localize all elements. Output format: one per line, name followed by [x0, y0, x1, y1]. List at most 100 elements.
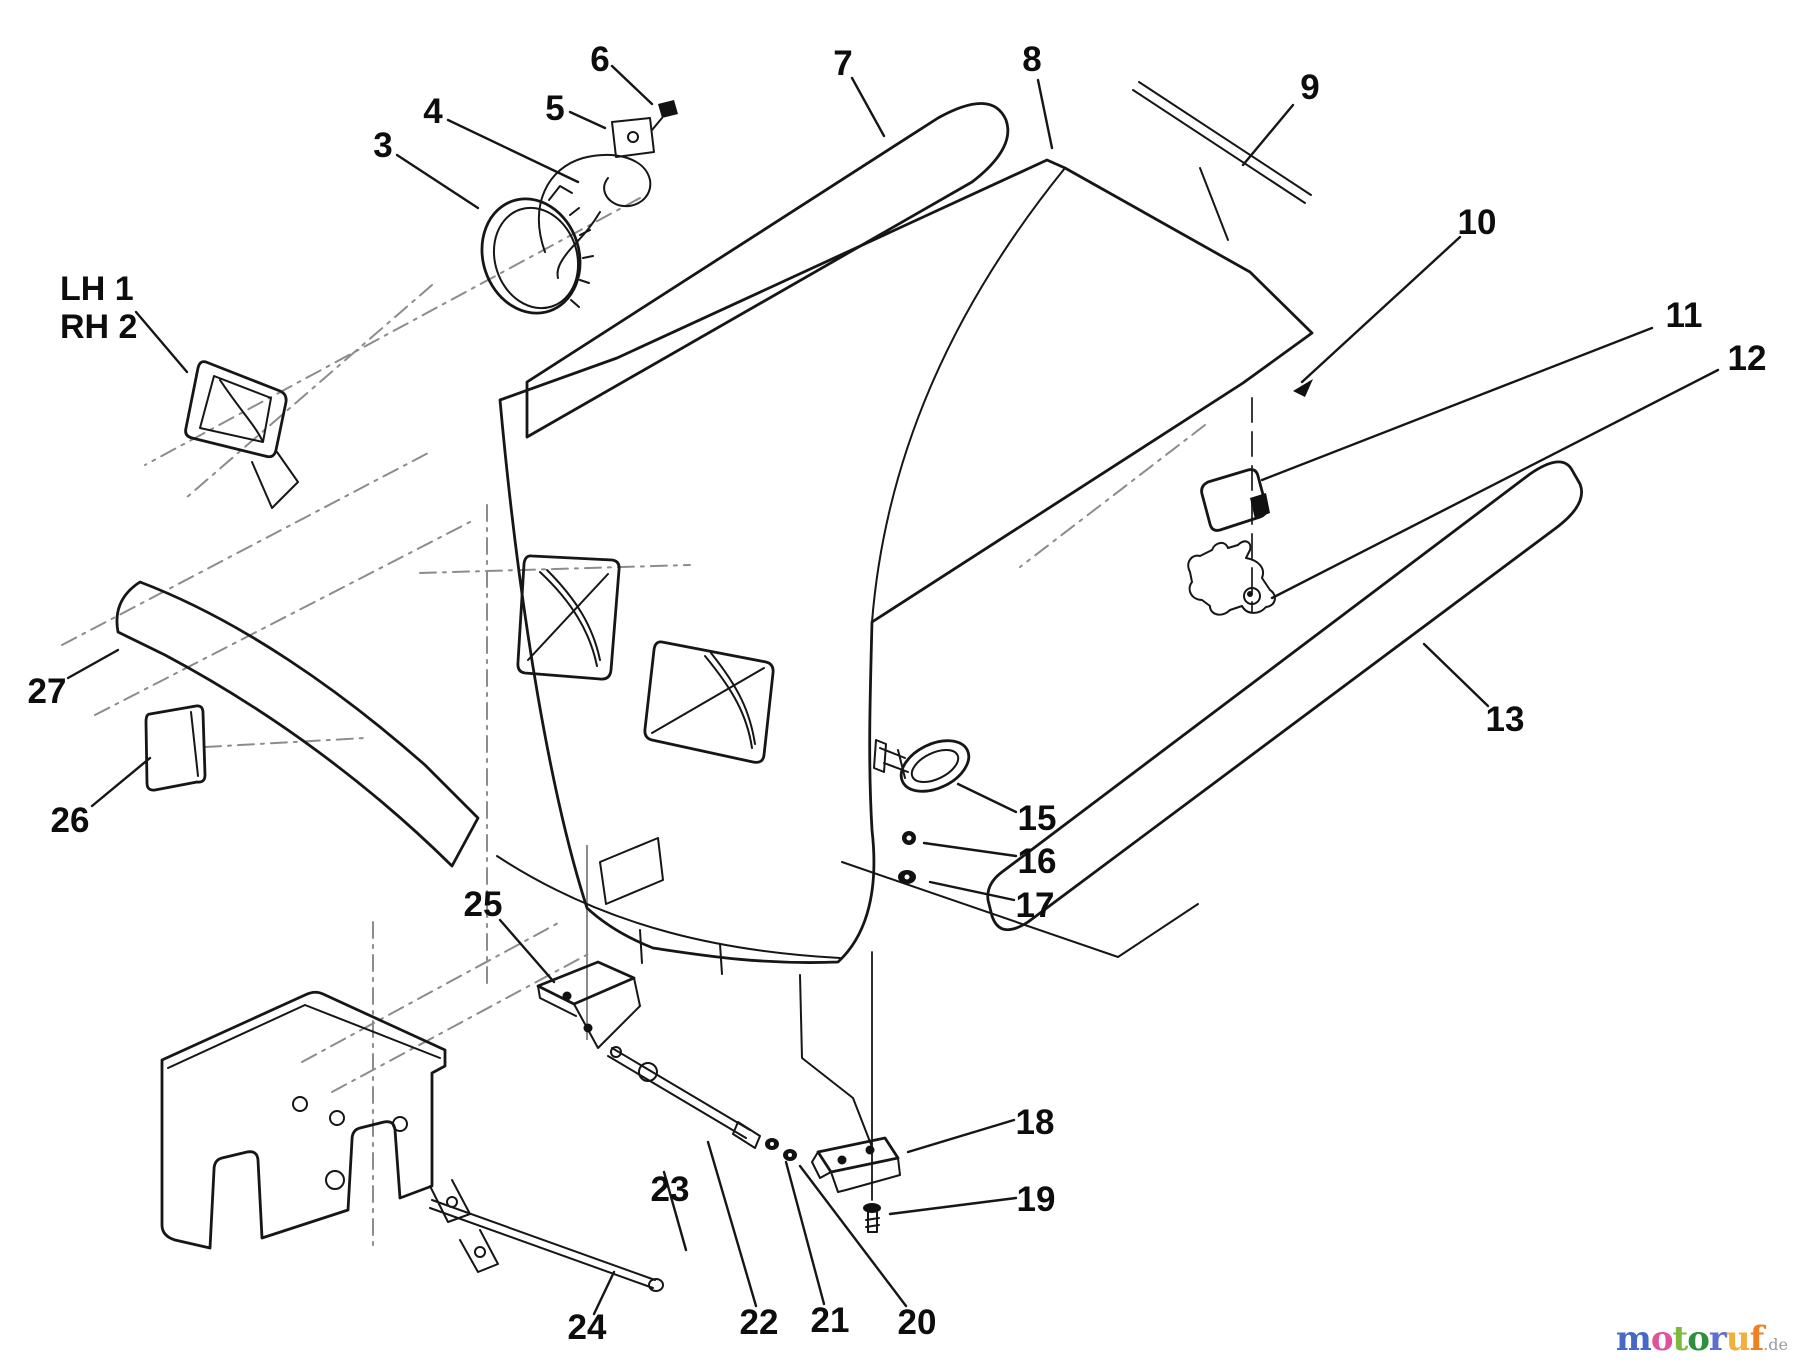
callout-9: 9: [1300, 68, 1319, 107]
hood-notch-plate: [599, 837, 664, 905]
axis-line-latch-2: [331, 951, 593, 1093]
callout-26: 26: [51, 801, 90, 840]
side-trim-strip-13: [986, 460, 1583, 931]
hood-crease-right: [871, 167, 1066, 623]
axis-line-pocket: [419, 564, 691, 574]
leader-7: [850, 76, 886, 138]
side-note: LH 1 RH 2: [60, 270, 137, 346]
leader-19: [888, 1196, 1018, 1216]
motoruf-logo: motoruf.de: [1616, 1322, 1788, 1356]
callout-11: 11: [1666, 296, 1703, 335]
leader-4: [446, 118, 580, 184]
hinge-bracket-12: [1187, 540, 1276, 616]
trim-strips: [115, 81, 1583, 931]
screw-6: [651, 100, 678, 131]
leader-3: [395, 153, 480, 210]
callout-3: 3: [373, 126, 392, 165]
hood-skirt-corner: [799, 974, 873, 1148]
headlight-lens-lh-rh: [184, 360, 299, 509]
latch-bracket-25: [536, 960, 641, 1049]
headlight-pocket-right-lens: [651, 652, 765, 749]
hinge-trim-strip-9: [1132, 81, 1312, 241]
callout-12: 12: [1728, 339, 1767, 378]
hood-lower-band: [496, 855, 841, 959]
axis-line-lens: [185, 284, 433, 499]
axis-line-emblem: [204, 737, 366, 748]
leader-17: [928, 880, 1016, 902]
callout-27: 27: [28, 672, 67, 711]
latch-rod-23: [607, 1046, 797, 1161]
leader-22: [706, 1140, 758, 1308]
leader-lh-rh: [134, 310, 189, 374]
axis-line-latch-1: [301, 921, 561, 1063]
mount-plate-5: [611, 117, 655, 158]
latch-handle-15: [873, 739, 971, 793]
leader-21: [784, 1160, 826, 1306]
leader-24: [592, 1270, 616, 1316]
callout-18: 18: [1016, 1103, 1055, 1142]
screw-19: [863, 1203, 881, 1233]
callout-24: 24: [568, 1308, 607, 1347]
callout-19: 19: [1017, 1180, 1056, 1219]
leader-5: [568, 110, 607, 130]
leader-25: [498, 918, 556, 984]
headlight-parts: [184, 100, 678, 509]
callout-10: 10: [1458, 203, 1497, 242]
leader-6: [610, 64, 654, 106]
hood-crease-small-2: [719, 943, 723, 975]
leader-13: [1422, 642, 1490, 708]
side-note-line2: RH 2: [60, 308, 137, 346]
callout-13: 13: [1486, 700, 1525, 739]
side-note-line1: LH 1: [60, 270, 134, 308]
callout-4: 4: [423, 92, 443, 131]
leader-9: [1241, 103, 1295, 167]
leader-26: [90, 756, 152, 808]
callout-22: 22: [740, 1303, 779, 1342]
callout-23: 23: [651, 1170, 690, 1209]
latch-parts: [160, 739, 971, 1292]
latch-bracket-18: [811, 1136, 901, 1193]
hood-skirt-right: [841, 861, 1199, 958]
hinge-pin-11: [1200, 468, 1270, 532]
logo-suffix: .de: [1763, 1335, 1788, 1354]
callout-17: 17: [1016, 886, 1055, 925]
construction-lines: [61, 197, 1253, 1248]
callout-7: 7: [833, 44, 852, 83]
callout-5: 5: [545, 89, 564, 128]
callout-20: 20: [898, 1303, 937, 1342]
leader-8: [1036, 78, 1054, 150]
logo-letters: motoruf: [1615, 1319, 1764, 1359]
washer-16: [902, 831, 916, 845]
hinge-parts: [1187, 468, 1276, 616]
leader-27: [66, 648, 120, 680]
windshield-trim-strip-7: [525, 102, 1010, 439]
leader-15: [956, 782, 1018, 814]
lower-trim-strip-27: [115, 580, 480, 868]
headlight-pocket-right: [643, 640, 775, 764]
hood-assembly: [496, 158, 1314, 1148]
callout-8: 8: [1022, 40, 1041, 79]
leader-12: [1270, 368, 1720, 600]
frame-bracket: [160, 990, 499, 1273]
axis-line-hinge-diag: [1019, 424, 1206, 568]
washer-17: [898, 870, 916, 884]
leader-16: [922, 841, 1018, 858]
axis-line-left-2: [94, 521, 471, 716]
callout-25: 25: [464, 885, 503, 924]
leader-18: [906, 1118, 1016, 1154]
headlight-pocket-left: [516, 554, 621, 681]
hood-crease-small-1: [639, 929, 643, 964]
callout-15: 15: [1018, 799, 1057, 838]
leader-10: [1293, 235, 1462, 397]
hood-outline: [498, 158, 1314, 964]
callout-labels: 3 4 5 6 7 8 9 10 11 12 13 15 16 17 18 19…: [28, 40, 1767, 1347]
leader-23: [662, 1170, 688, 1252]
leader-lines: [66, 64, 1720, 1316]
callout-21: 21: [811, 1301, 850, 1340]
leader-20: [798, 1164, 908, 1308]
headlight-housing-4: [537, 154, 652, 279]
callout-6: 6: [590, 40, 609, 79]
callout-16: 16: [1018, 842, 1057, 881]
